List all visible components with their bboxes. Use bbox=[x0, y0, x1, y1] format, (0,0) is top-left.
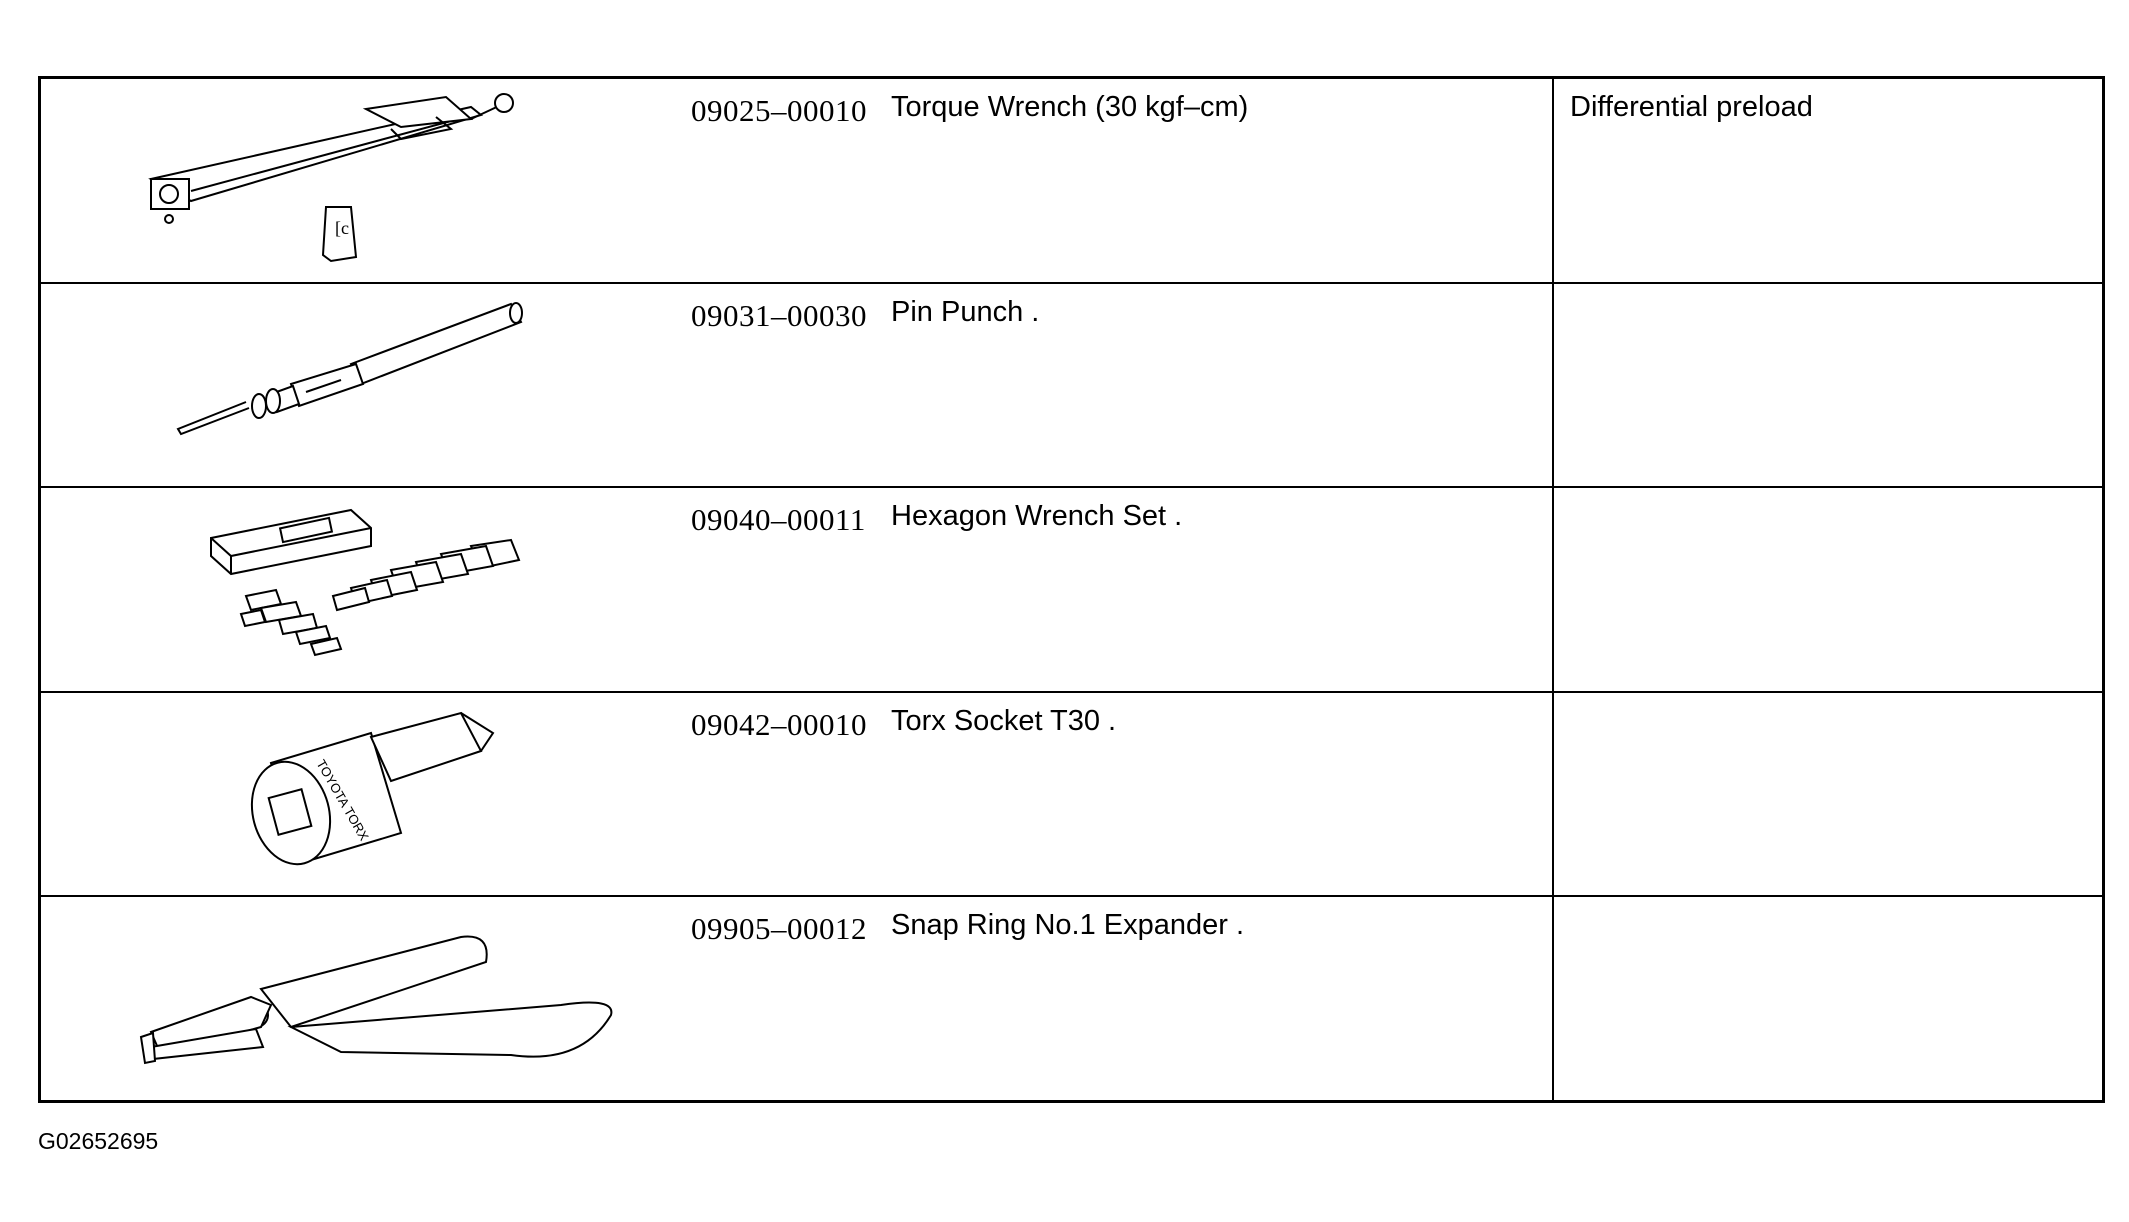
svg-text:[c: [c bbox=[335, 218, 349, 238]
tool-note: Differential preload bbox=[1552, 79, 2102, 282]
tool-row-hexagon-wrench-set: 09040–00011 Hexagon Wrench Set . bbox=[41, 488, 2102, 693]
tool-name: Hexagon Wrench Set . bbox=[891, 500, 1183, 533]
part-number: 09905–00012 bbox=[691, 911, 867, 947]
part-number: 09031–00030 bbox=[691, 297, 867, 333]
pin-punch-illustration bbox=[41, 284, 641, 488]
snap-ring-expander-illustration bbox=[41, 897, 641, 1101]
illustration-cell bbox=[41, 897, 641, 1100]
part-number: 09025–00010 bbox=[691, 93, 867, 128]
tool-name: Pin Punch . bbox=[891, 295, 1040, 328]
tool-row-pin-punch: 09031–00030 Pin Punch . bbox=[41, 283, 2102, 489]
tool-note bbox=[1552, 897, 2102, 1100]
tool-note bbox=[1552, 283, 2102, 487]
tool-note bbox=[1552, 488, 2102, 691]
part-number: 09042–00010 bbox=[691, 706, 867, 742]
hexagon-wrench-set-illustration bbox=[41, 488, 641, 692]
illustration-cell: [c bbox=[41, 79, 641, 282]
tool-row-torx-socket: TOYOTA TORX 09042–00010 Torx Socket T30 … bbox=[41, 692, 2102, 898]
tool-name: Torx Socket T30 . bbox=[891, 704, 1117, 737]
illustration-cell bbox=[41, 284, 641, 487]
illustration-cell: TOYOTA TORX bbox=[41, 693, 641, 896]
tool-row-snap-ring-expander: 09905–00012 Snap Ring No.1 Expander . bbox=[41, 897, 2102, 1100]
tool-name: Torque Wrench (30 kgf–cm) bbox=[891, 91, 1249, 123]
special-tools-table: [c 09025–00010 Torque Wrench (30 kgf–cm)… bbox=[38, 76, 2105, 1103]
tool-note bbox=[1552, 692, 2102, 896]
torque-wrench-illustration: [c bbox=[41, 79, 641, 283]
torx-socket-illustration: TOYOTA TORX bbox=[41, 693, 641, 897]
illustration-cell bbox=[41, 488, 641, 691]
tool-row-torque-wrench: [c 09025–00010 Torque Wrench (30 kgf–cm)… bbox=[41, 79, 2102, 284]
tool-name: Snap Ring No.1 Expander . bbox=[891, 909, 1245, 942]
figure-code: G02652695 bbox=[38, 1128, 159, 1154]
part-number: 09040–00011 bbox=[691, 502, 866, 538]
